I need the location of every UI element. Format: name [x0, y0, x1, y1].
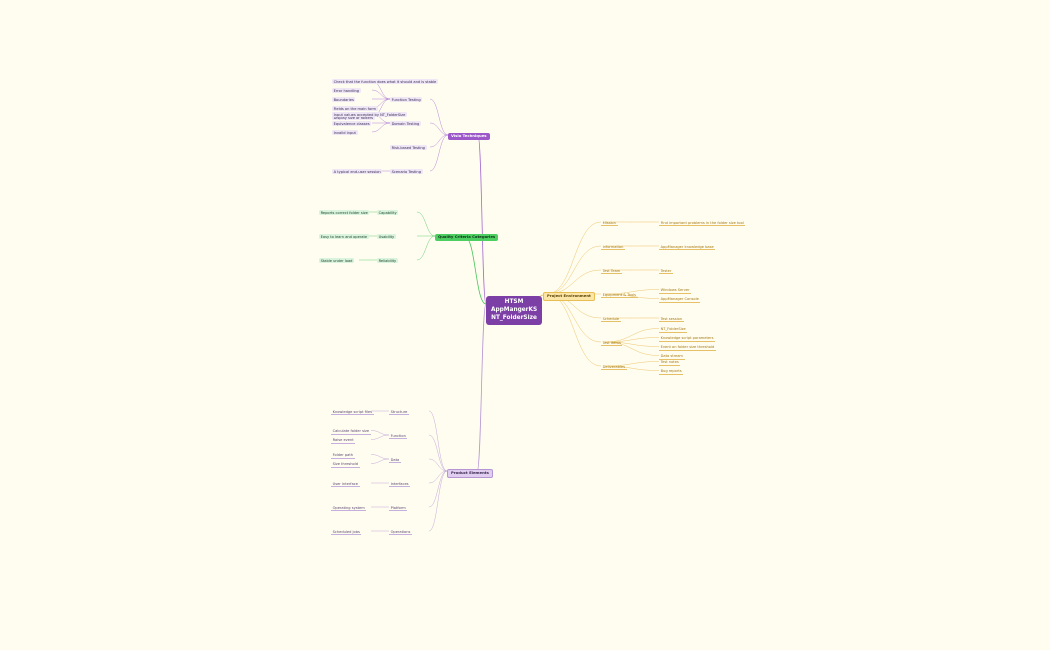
- branch-b4[interactable]: Product Elements: [447, 469, 493, 478]
- map-node-p12[interactable]: Invalid input: [332, 130, 358, 136]
- connector-e3-e10: [370, 454, 390, 460]
- root-topic[interactable]: HTSM AppMangerKS NT_FolderSize: [486, 296, 542, 326]
- connector-b3-o3: [546, 269, 602, 295]
- branch-b3[interactable]: Project Environment: [543, 292, 595, 301]
- map-node-o15[interactable]: Knowledge script parameters: [659, 336, 716, 342]
- connector-b2-g3: [416, 235, 436, 261]
- connector-e2-e9: [370, 434, 390, 440]
- map-node-e14[interactable]: Scheduled jobs: [331, 529, 362, 536]
- map-node-o14[interactable]: NT_FolderSize: [659, 327, 688, 333]
- map-node-e10[interactable]: Folder path: [331, 453, 355, 459]
- map-node-p6[interactable]: Error handling: [332, 88, 361, 94]
- map-node-o17[interactable]: Data stream: [659, 354, 685, 360]
- connector-b3-o6: [546, 293, 602, 343]
- map-node-e1[interactable]: Structure: [389, 409, 409, 416]
- map-node-e12[interactable]: User interface: [331, 481, 360, 488]
- connector-o7-o18: [604, 361, 660, 367]
- connector-b2-g1: [416, 211, 436, 237]
- branch-b2[interactable]: Quality Criteria Categories: [435, 234, 499, 241]
- connector-e3-e11: [370, 458, 390, 464]
- map-node-o18[interactable]: Test notes: [659, 360, 681, 366]
- connector-b3-o7: [546, 293, 602, 367]
- map-node-o12[interactable]: AppManager Console: [659, 297, 701, 303]
- map-node-g4[interactable]: Reports correct folder size: [319, 210, 370, 216]
- map-node-p5[interactable]: Check that the function does what it sho…: [332, 79, 438, 85]
- map-node-e7[interactable]: Knowledge script files: [331, 409, 374, 416]
- connector-root-b1: [477, 135, 487, 305]
- map-node-o19[interactable]: Bug reports: [659, 369, 684, 375]
- connector-b1-p3: [429, 134, 449, 148]
- map-node-o5[interactable]: Schedule: [601, 316, 621, 323]
- map-node-p8[interactable]: Fields on the main form: [332, 106, 378, 112]
- map-node-o6[interactable]: Test Items: [601, 340, 623, 347]
- map-node-e13[interactable]: Operating system: [331, 505, 367, 512]
- connector-o6-o15: [604, 337, 660, 343]
- map-node-p3[interactable]: Risk-based Testing: [390, 145, 427, 151]
- map-node-e2[interactable]: Function: [389, 433, 408, 440]
- map-node-g5[interactable]: Easy to learn and operate: [319, 234, 369, 240]
- map-node-o8[interactable]: Find important problems in the folder si…: [659, 220, 746, 227]
- map-node-p4[interactable]: Scenario Testing: [390, 169, 423, 175]
- connector-o4-o12: [604, 293, 660, 299]
- map-node-p13[interactable]: A typical end-user session: [332, 169, 383, 175]
- branch-b1[interactable]: Visio Techniques: [448, 133, 490, 140]
- connector-p2-p12: [371, 122, 391, 133]
- map-node-e9[interactable]: Raise event: [331, 438, 356, 444]
- map-node-e3[interactable]: Data: [389, 457, 401, 464]
- connector-b4-e3: [428, 458, 448, 472]
- map-node-o3[interactable]: Test Team: [601, 268, 622, 275]
- map-node-p2[interactable]: Domain Testing: [390, 121, 421, 127]
- map-node-e6[interactable]: Operations: [389, 529, 412, 536]
- connector-o6-o17: [604, 341, 660, 356]
- map-node-o2[interactable]: Information: [601, 244, 625, 251]
- connector-b3-o1: [546, 221, 602, 295]
- map-node-g1[interactable]: Capability: [377, 210, 399, 216]
- connector-o7-o19: [604, 365, 660, 371]
- map-node-g3[interactable]: Reliability: [377, 258, 398, 264]
- map-node-o10[interactable]: Tester: [659, 268, 673, 275]
- connector-root-b4: [476, 303, 487, 473]
- map-node-e5[interactable]: Platform: [389, 505, 408, 512]
- connector-b4-e6: [428, 470, 448, 532]
- map-node-e8[interactable]: Calculate folder size: [331, 429, 371, 435]
- map-node-g2[interactable]: Usability: [377, 234, 396, 240]
- map-node-p11[interactable]: Equivalence classes: [332, 121, 372, 127]
- connector-b4-e4: [428, 470, 448, 484]
- map-node-p10[interactable]: Input values accepted by NT_FolderSize: [332, 112, 407, 118]
- connector-b4-e1: [428, 410, 448, 472]
- map-node-o1[interactable]: Mission: [601, 220, 618, 227]
- map-node-o16[interactable]: Event on folder size threshold: [659, 345, 716, 351]
- map-node-g6[interactable]: Stable under load: [319, 258, 355, 264]
- map-node-p7[interactable]: Boundaries: [332, 97, 356, 103]
- connector-o6-o14: [604, 328, 660, 343]
- connector-b1-p4: [429, 134, 449, 172]
- connector-b1-p2: [429, 122, 449, 136]
- map-node-o13[interactable]: Test session: [659, 316, 684, 323]
- map-node-o7[interactable]: Deliverables: [601, 364, 627, 371]
- connector-b1-p1: [429, 98, 449, 136]
- connector-e2-e8: [370, 430, 390, 436]
- connector-p1-p6: [371, 89, 391, 100]
- connector-o4-o11: [604, 289, 660, 295]
- map-node-o11[interactable]: Windows Server: [659, 288, 692, 294]
- map-node-e11[interactable]: Size threshold: [331, 462, 360, 468]
- map-node-p9[interactable]: Display size of folders: [332, 115, 375, 121]
- map-node-o4[interactable]: Equipment & Tools: [601, 292, 638, 299]
- connector-b3-o2: [546, 245, 602, 295]
- map-node-e4[interactable]: Interfaces: [389, 481, 411, 488]
- map-node-p1[interactable]: Function Testing: [390, 97, 423, 103]
- map-node-o9[interactable]: AppManager knowledge base: [659, 244, 716, 251]
